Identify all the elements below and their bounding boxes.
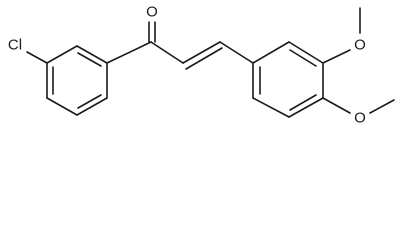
alkene-ring-bond xyxy=(219,41,254,64)
chemical-structure-diagram: Cl O O O xyxy=(8,4,395,127)
lower-methoxy-ring-bond xyxy=(322,97,351,114)
upper-methoxy-oxygen-label: O xyxy=(354,37,366,54)
alkene-double-bond xyxy=(182,41,223,70)
ring-carbonyl-bond xyxy=(106,41,152,64)
carbonyl-oxygen-label: O xyxy=(146,4,158,21)
upper-methoxy-ring-bond xyxy=(322,49,351,64)
lower-methoxy-oxygen-label: O xyxy=(354,110,366,127)
chlorophenyl-ring xyxy=(46,45,108,116)
carbonyl-alkene-bond xyxy=(150,41,184,64)
dimethoxyphenyl-ring xyxy=(252,41,324,118)
carbon-chlorine-bond xyxy=(26,51,48,64)
lower-methoxy-methyl-bond xyxy=(369,99,395,114)
chlorine-atom-label: Cl xyxy=(8,37,22,54)
carbonyl-double-bond xyxy=(148,21,156,43)
